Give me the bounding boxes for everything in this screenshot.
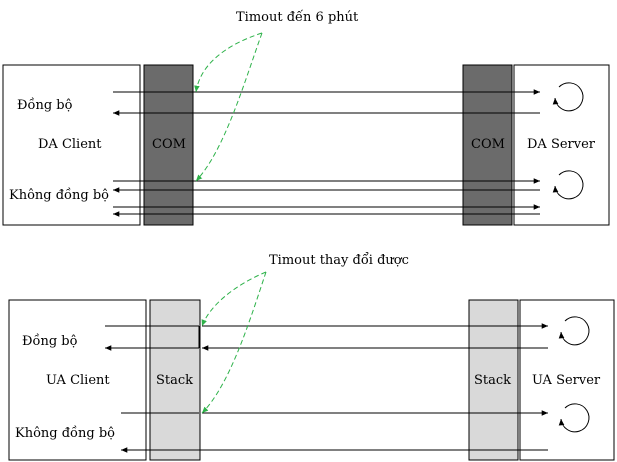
da-sync-label: Đồng bộ	[17, 97, 73, 113]
ua-server-loop-icon	[558, 403, 590, 433]
da-client-label: DA Client	[38, 137, 102, 152]
ua-async-label: Không đồng bộ	[15, 425, 115, 441]
ua-server-label: UA Server	[532, 373, 601, 388]
ua-timeout-note: Timout thay đổi được	[269, 252, 409, 268]
da-server-label: DA Server	[527, 137, 596, 152]
ua-client-label: UA Client	[46, 373, 110, 388]
ua-stack-right	[468, 299, 519, 461]
da-timeout-note: Timout đến 6 phút	[236, 9, 359, 25]
da-async-label: Không đồng bộ	[9, 187, 109, 203]
ua-stack-right-label: Stack	[474, 373, 511, 388]
da-server-loop-icon	[552, 170, 584, 200]
da-com-left-label: COM	[152, 137, 186, 152]
ua-server-loop-icon	[558, 316, 590, 346]
ua-timeout-arrow	[201, 271, 267, 327]
da-com-right-label: COM	[471, 137, 505, 152]
ua-sync-label: Đồng bộ	[22, 333, 78, 349]
ua-section: Timout thay đổi được Đồng bộ UA Client S…	[8, 252, 615, 461]
ua-stack-left-label: Stack	[156, 373, 193, 388]
ua-timeout-arrow	[201, 271, 267, 414]
da-timeout-arrow	[194, 32, 263, 93]
da-timeout-arrow	[195, 32, 263, 182]
ua-client-box	[8, 299, 147, 461]
ua-stack-left	[149, 299, 201, 461]
ua-server-box	[519, 299, 615, 461]
da-server-loop-icon	[552, 82, 584, 112]
da-section: Timout đến 6 phút Đồng bộ DA Client COM …	[2, 9, 610, 226]
